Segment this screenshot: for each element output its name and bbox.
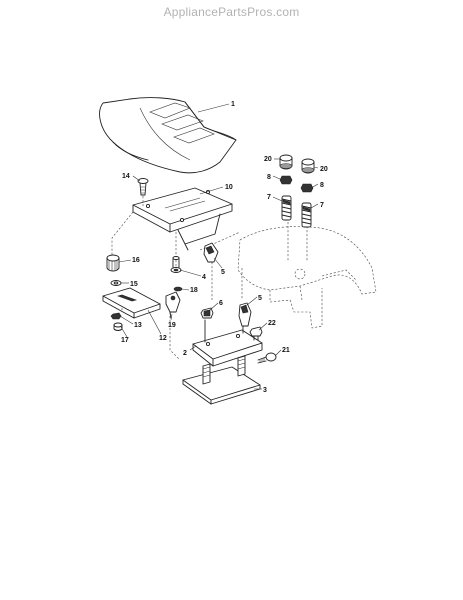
callout-5-upper: 5 — [221, 269, 225, 276]
callout-1: 1 — [231, 101, 235, 108]
base-plate-3 — [182, 355, 261, 405]
nut-8-left — [279, 175, 293, 185]
mount-bracket-2 — [192, 319, 263, 367]
callout-20-right: 20 — [320, 166, 328, 173]
callout-7-left: 7 — [267, 194, 271, 201]
callout-3: 3 — [263, 387, 267, 394]
callout-19: 19 — [168, 322, 176, 329]
callout-8-right: 8 — [320, 182, 324, 189]
callout-7-right: 7 — [320, 202, 324, 209]
nut-17 — [113, 322, 123, 331]
callout-6: 6 — [219, 300, 223, 307]
bolt-21 — [257, 352, 277, 364]
callout-8-left: 8 — [267, 174, 271, 181]
latch-5-upper — [203, 242, 219, 263]
washer-15 — [110, 280, 122, 286]
pivot-19 — [165, 291, 181, 319]
alignment-lines — [111, 196, 308, 361]
latch-5-lower — [238, 302, 252, 327]
callout-4: 4 — [202, 274, 206, 281]
bolt-18 — [173, 286, 183, 292]
callout-labels: 1 20 20 8 8 7 7 14 10 16 4 5 15 18 6 5 2… — [121, 101, 328, 394]
callout-2: 2 — [183, 350, 187, 357]
seat-pan — [132, 187, 233, 251]
callout-14: 14 — [122, 173, 130, 180]
spring-7-right — [301, 202, 312, 228]
spacer-20-left — [279, 154, 293, 170]
watermark-text: AppliancePartsPros.com — [163, 5, 300, 19]
callout-22: 22 — [268, 320, 276, 327]
leader-lines — [118, 103, 319, 390]
knob-16 — [106, 254, 120, 272]
seat — [99, 97, 237, 174]
spacer-20-right — [301, 158, 315, 174]
callout-13: 13 — [134, 322, 142, 329]
fender — [237, 226, 377, 329]
bolt-22 — [249, 326, 263, 341]
callout-21: 21 — [282, 347, 290, 354]
bolt-14 — [137, 178, 149, 196]
spring-7-left — [281, 195, 292, 221]
callout-16: 16 — [132, 257, 140, 264]
callout-12: 12 — [159, 335, 167, 342]
callout-15: 15 — [130, 281, 138, 288]
nut-6 — [200, 307, 214, 319]
callout-5-lower: 5 — [258, 295, 262, 302]
nut-8-right — [300, 183, 314, 193]
nut-13 — [110, 312, 122, 320]
callout-10: 10 — [225, 184, 233, 191]
slide-bracket-12 — [102, 287, 161, 319]
callout-18: 18 — [190, 287, 198, 294]
spacer-4 — [170, 256, 182, 273]
callout-17: 17 — [121, 337, 129, 344]
callout-20-left: 20 — [264, 156, 272, 163]
